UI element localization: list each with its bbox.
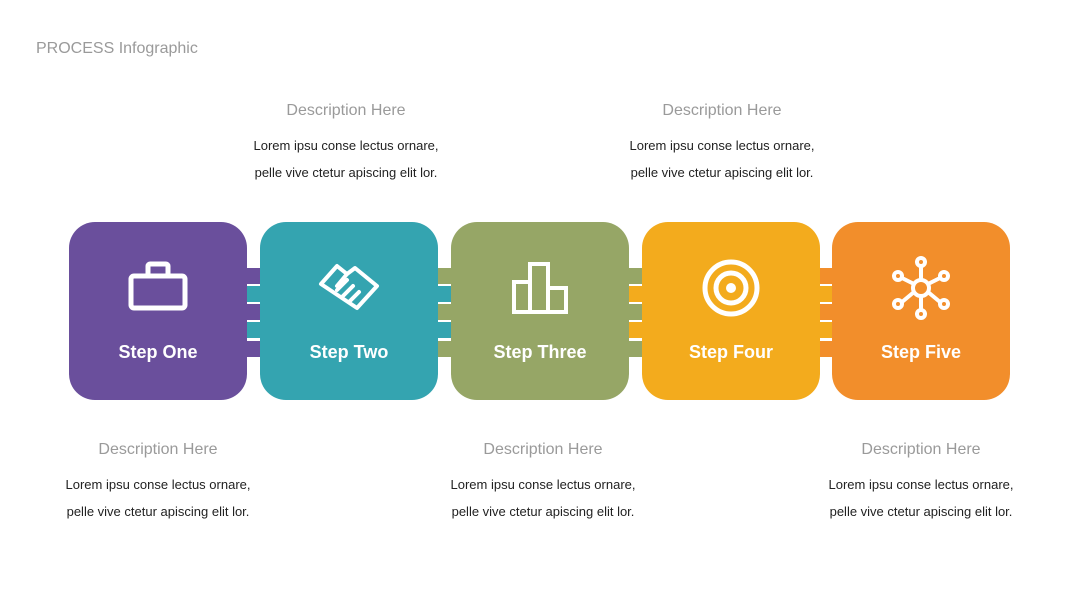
description-title: Description Here: [483, 441, 603, 458]
description-text: pelle vive ctetur apiscing elit lor.: [254, 165, 438, 180]
step-box-4: Step Four: [642, 222, 820, 400]
target-icon: [702, 259, 760, 317]
step-box-1: Step One: [69, 222, 247, 400]
description-text: Lorem ipsu conse lectus ornare,: [253, 138, 439, 153]
step-label: Step Four: [689, 342, 773, 362]
bar-chart-icon: [512, 262, 568, 314]
description-title: Description Here: [286, 102, 406, 119]
description-step-2: Description Here Lorem ipsu conse lectus…: [236, 102, 456, 186]
description-text: pelle vive ctetur apiscing elit lor.: [829, 504, 1013, 519]
step-box-5: Step Five: [832, 222, 1010, 400]
description-title: Description Here: [662, 102, 782, 119]
description-text: Lorem ipsu conse lectus ornare,: [629, 138, 815, 153]
briefcase-icon: [128, 261, 188, 311]
description-text: pelle vive ctetur apiscing elit lor.: [451, 504, 635, 519]
description-text: Lorem ipsu conse lectus ornare,: [828, 477, 1014, 492]
description-step-4: Description Here Lorem ipsu conse lectus…: [612, 102, 832, 186]
slide-title: PROCESS Infographic: [36, 40, 198, 57]
description-text: Lorem ipsu conse lectus ornare,: [65, 477, 251, 492]
step-label: Step One: [118, 342, 198, 362]
step-label: Step Two: [309, 342, 389, 362]
step-box-3: Step Three: [451, 222, 629, 400]
handshake-icon: [319, 264, 379, 310]
description-title: Description Here: [98, 441, 218, 458]
description-step-5: Description Here Lorem ipsu conse lectus…: [811, 441, 1031, 525]
description-step-1: Description Here Lorem ipsu conse lectus…: [48, 441, 268, 525]
step-box-2: Step Two: [260, 222, 438, 400]
step-label: Step Five: [880, 342, 962, 362]
description-step-3: Description Here Lorem ipsu conse lectus…: [433, 441, 653, 525]
description-title: Description Here: [861, 441, 981, 458]
step-label: Step Three: [493, 342, 587, 362]
network-icon: [892, 256, 950, 320]
description-text: pelle vive ctetur apiscing elit lor.: [630, 165, 814, 180]
description-text: Lorem ipsu conse lectus ornare,: [450, 477, 636, 492]
description-text: pelle vive ctetur apiscing elit lor.: [66, 504, 250, 519]
